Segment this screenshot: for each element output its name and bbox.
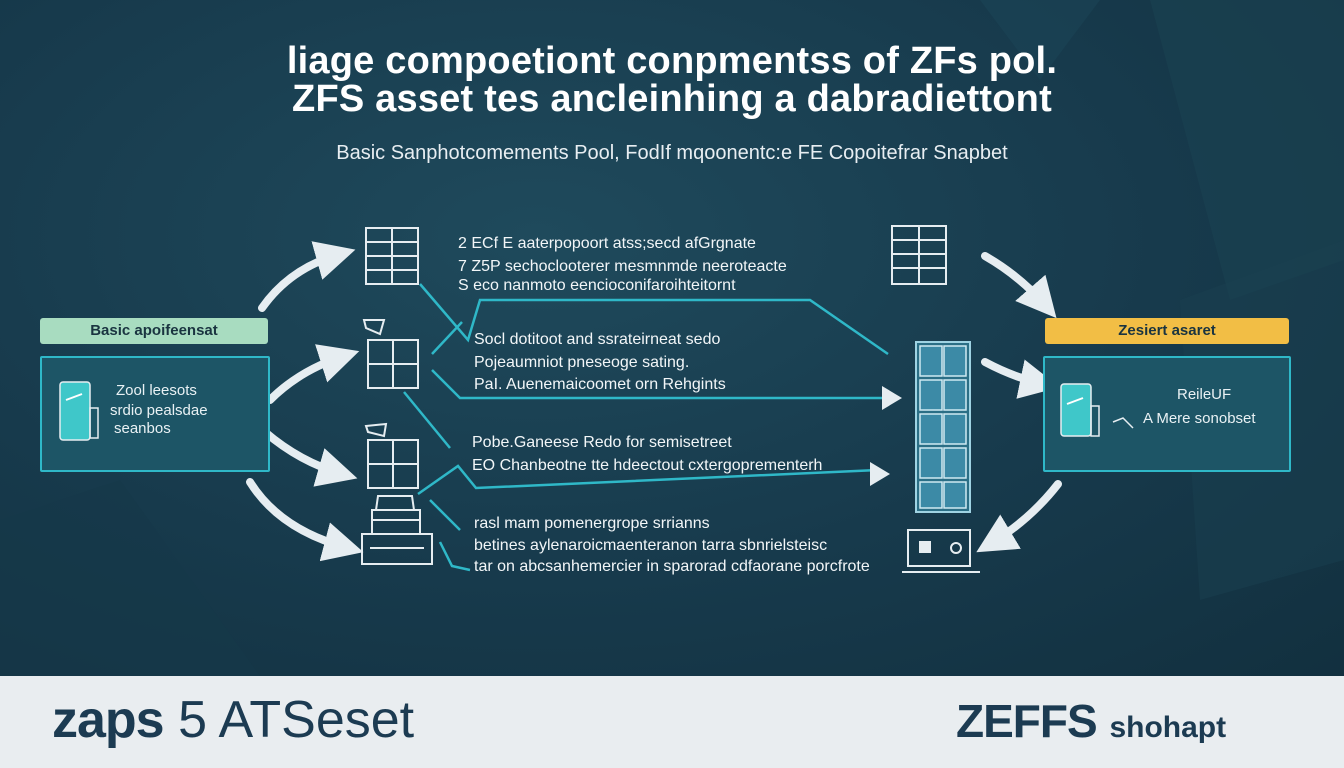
footer-bar: [0, 676, 1344, 768]
footer-right-brand: ZEFFS shohapt: [956, 694, 1226, 748]
group1-line-2: 7 Z5P sechoclooterer mesmnmde neeroteact…: [458, 258, 787, 275]
grid-icon-lower: [364, 422, 419, 489]
group1-line-3: S eco nanmoto eencioconifaroihteitornt: [458, 277, 736, 294]
connector-1: [419, 283, 889, 356]
left-panel-header: Basic apoifeensat: [40, 318, 268, 344]
connector-3: [431, 369, 884, 400]
diagram-graphics: [246, 225, 1062, 573]
title-line-1: liage compoetiont conpmentss of ZFs pol.: [286, 40, 1058, 82]
footer-right-bold: ZEFFS: [956, 695, 1098, 747]
group4-line-2: betines aylenaroicmaenteranon tarra sbnr…: [474, 537, 828, 554]
disk-drive-icon: [902, 529, 980, 573]
right-panel-line-1: ReileUF: [1177, 386, 1232, 403]
connector-6: [429, 499, 461, 531]
arrow-left-4: [246, 478, 364, 562]
grid-icon-middle: [362, 319, 419, 389]
server-icon-top: [365, 227, 419, 285]
footer-left-rest: 5 ATSeset: [178, 691, 415, 749]
title-line-2: ZFS asset tes ancleinhing a dabradietton…: [292, 78, 1052, 120]
connector-4: [403, 391, 451, 449]
right-panel: ReileUF A Mere sonobset: [1043, 356, 1291, 472]
arrow-left-2: [266, 344, 360, 404]
footer-right-rest: shohapt: [1109, 711, 1227, 744]
arrow-right-1: [981, 252, 1057, 319]
left-panel-line-1: Zool leesots: [116, 382, 197, 399]
connector-7: [438, 541, 471, 572]
left-panel: Zool leesots srdio pealsdae seanbos: [40, 356, 270, 472]
group1-line-1: 2 ECf E aaterpopoort atss;secd afGrgnate: [458, 235, 756, 252]
group2-line-2: Pojeaumniot pneseoge sating.: [474, 354, 690, 371]
group3-line-1: Pobe.Ganeese Redo for semisetreet: [472, 434, 732, 451]
group4-line-1: rasl mam pomenergrope srrianns: [474, 515, 710, 532]
arrow-right-3: [976, 480, 1062, 553]
storage-stack-icon: [915, 341, 971, 513]
arrow-left-1: [258, 241, 356, 312]
snapshot-icon: [1060, 383, 1134, 437]
group2-line-1: Socl dotitoot and ssrateirneat sedo: [474, 331, 721, 348]
footer-left-brand: zaps 5 ATSeset: [52, 690, 414, 750]
arrowhead-1: [882, 386, 902, 410]
printer-icon: [361, 495, 433, 565]
subtitle: Basic Sanphotcomements Pool, FodIf mqoon…: [336, 142, 1008, 164]
arrowhead-2: [870, 462, 890, 486]
arrow-right-2: [981, 358, 1060, 399]
left-panel-line-3: seanbos: [114, 420, 171, 437]
right-panel-header: Zesiert asaret: [1045, 318, 1289, 344]
left-panel-line-2: srdio pealsdae: [110, 402, 208, 419]
right-panel-line-2: A Mere sonobset: [1143, 410, 1256, 427]
pool-icon: [59, 381, 99, 441]
connector-5: [417, 464, 879, 496]
server-icon-right: [891, 225, 947, 285]
arrow-left-3: [261, 428, 358, 487]
group3-line-2: EO Chanbeotne tte hdeectout cxtergopreme…: [472, 457, 823, 474]
group2-line-3: PaI. Auenemaicoomet orn Rehgints: [474, 376, 726, 393]
group4-line-3: tar on abcsanhemercier in sparorad cdfao…: [474, 558, 870, 575]
footer-left-bold: zaps: [52, 691, 165, 749]
connector-2: [431, 321, 463, 355]
